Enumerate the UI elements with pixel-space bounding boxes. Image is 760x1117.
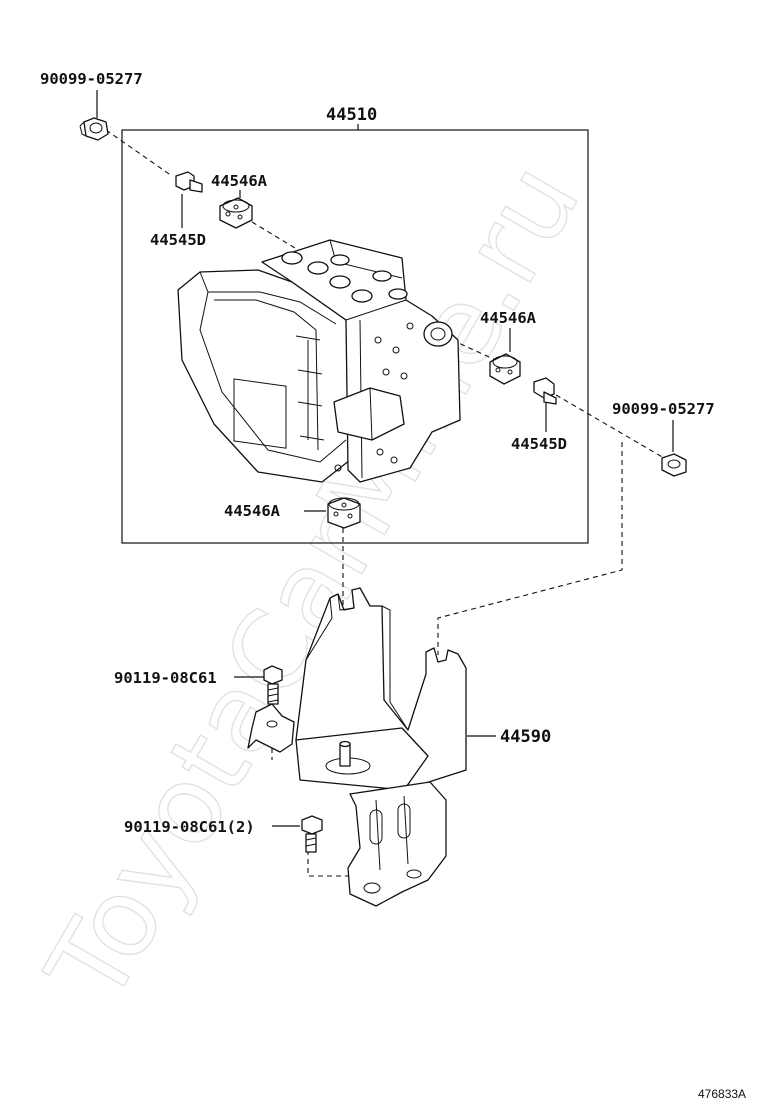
label-bracket: 44590 <box>500 727 551 747</box>
bracket-bolt-lower <box>301 815 323 853</box>
flange-bolt-right <box>661 453 687 477</box>
insulator-bottom <box>327 497 361 529</box>
assembly-frame <box>121 129 589 544</box>
stud-right <box>533 377 557 405</box>
label-stud-top: 44545D <box>150 231 206 249</box>
label-insulator-bottom: 44546A <box>224 502 281 520</box>
bracket-bolt-upper <box>263 665 283 705</box>
label-bolt-top-left: 90099-05277 <box>40 70 143 88</box>
label-bracket-bolt-upper: 90119-08C61 <box>114 669 217 687</box>
flange-bolt-top-left <box>79 117 109 141</box>
diagram-reference-id: 476833A <box>698 1087 746 1101</box>
bracket <box>247 587 467 907</box>
label-stud-right: 44545D <box>511 435 567 453</box>
label-actuator-assembly: 44510 <box>326 105 377 125</box>
label-insulator-right: 44546A <box>480 309 537 327</box>
label-bracket-bolt-lower: 90119-08C61(2) <box>124 818 255 836</box>
insulator-top <box>219 197 253 229</box>
stud-top <box>175 171 203 193</box>
abs-actuator <box>177 239 461 483</box>
label-insulator-top: 44546A <box>211 172 268 190</box>
label-bolt-right: 90099-05277 <box>612 400 715 418</box>
insulator-right <box>489 353 521 385</box>
